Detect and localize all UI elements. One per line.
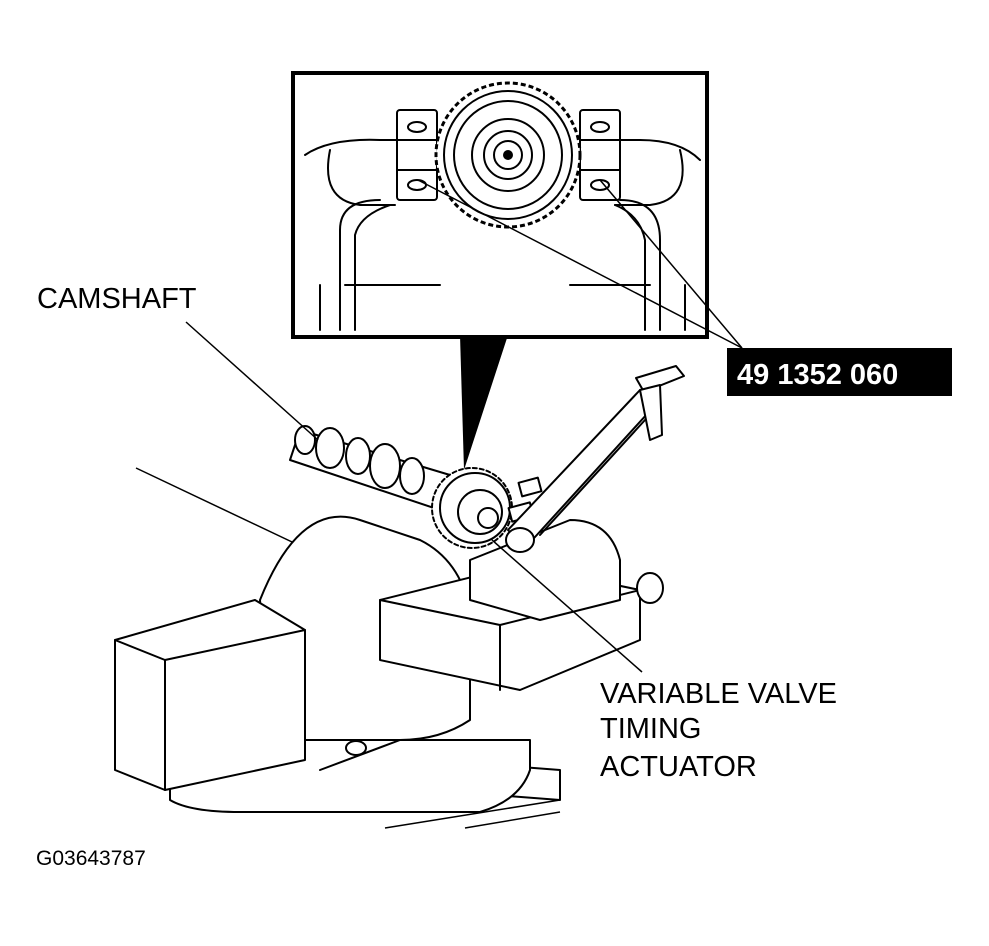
actuator-label-line1: VARIABLE VALVE bbox=[600, 678, 837, 710]
camshaft-label: CAMSHAFT bbox=[37, 283, 197, 315]
inset-left-bracket bbox=[396, 109, 438, 201]
callout-wedge bbox=[460, 335, 508, 470]
inset-right-bracket bbox=[579, 109, 621, 201]
inset-sprocket bbox=[434, 81, 582, 229]
leader-lines bbox=[185, 179, 743, 673]
holding-tool bbox=[505, 365, 685, 553]
part-number-label: 49 1352 060 bbox=[737, 359, 898, 391]
actuator-label-line2: TIMING bbox=[600, 713, 702, 745]
vvt-actuator bbox=[431, 467, 543, 549]
figure-id: G03643787 bbox=[36, 847, 146, 870]
detail-inset bbox=[291, 71, 709, 339]
actuator-label-line3: ACTUATOR bbox=[600, 751, 757, 783]
camshaft bbox=[289, 425, 451, 511]
bench-vise bbox=[114, 515, 664, 813]
part-number-box bbox=[727, 348, 952, 396]
